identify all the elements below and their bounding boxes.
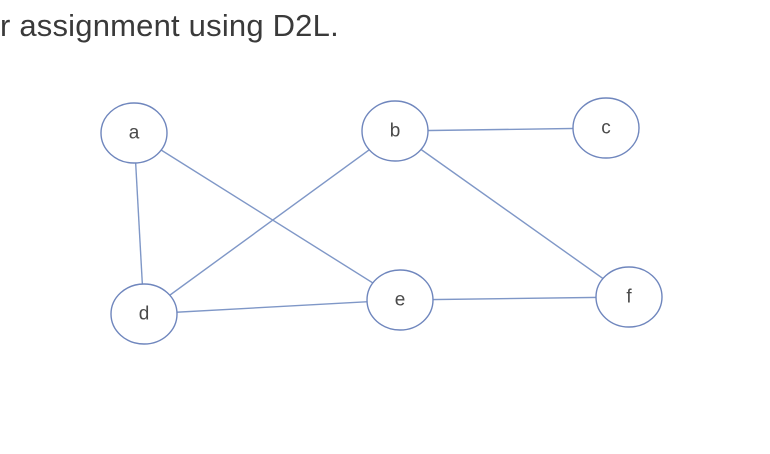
node-a-label: a: [129, 123, 140, 144]
edge-a-e: [133, 132, 401, 301]
edge-d-e: [143, 299, 401, 315]
node-a: a: [100, 102, 168, 164]
node-d-label: d: [139, 304, 150, 325]
node-f-label: f: [626, 287, 632, 308]
node-b-circle: [361, 100, 429, 162]
node-e-label: e: [395, 290, 406, 311]
node-a-circle: [100, 102, 168, 164]
node-e-circle: [366, 269, 434, 331]
node-b-label: b: [390, 121, 401, 142]
node-d: d: [110, 283, 178, 345]
node-e: e: [366, 269, 434, 331]
edge-b-f: [394, 130, 630, 298]
edge-b-c: [394, 127, 607, 132]
node-c-label: c: [601, 118, 611, 139]
node-c-circle: [572, 97, 640, 159]
node-f: f: [595, 266, 663, 328]
edge-e-f: [399, 296, 630, 301]
edge-b-d: [143, 130, 396, 315]
node-b: b: [361, 100, 429, 162]
node-c: c: [572, 97, 640, 159]
node-d-circle: [110, 283, 178, 345]
node-f-circle: [595, 266, 663, 328]
edges-layer: [133, 127, 630, 315]
assignment-instruction-text: r assignment using D2L.: [0, 8, 339, 43]
nodes-layer: a b c d e f: [100, 97, 663, 345]
